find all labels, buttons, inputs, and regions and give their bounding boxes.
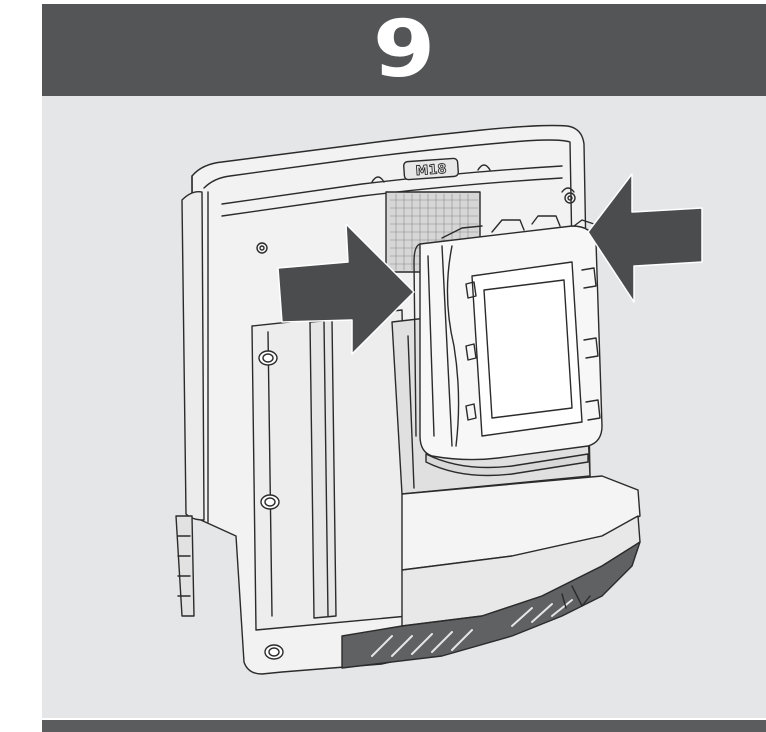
bottom-rule: [42, 720, 766, 732]
handle-recess: [251, 309, 409, 660]
m18-logo-text: M18: [415, 162, 447, 179]
step-number: 9: [372, 5, 436, 95]
battery-insertion-illustration: M18: [175, 124, 703, 675]
battery-pack: [413, 215, 603, 477]
arrow-left-icon: [587, 173, 703, 303]
arrow-right-icon: [277, 223, 415, 355]
lower-base: [341, 475, 641, 669]
m18-logo: M18: [403, 157, 459, 181]
step-header: 9: [42, 4, 766, 96]
illustration-area: M18: [42, 96, 766, 718]
instruction-step-panel: 9 M18: [42, 4, 766, 732]
